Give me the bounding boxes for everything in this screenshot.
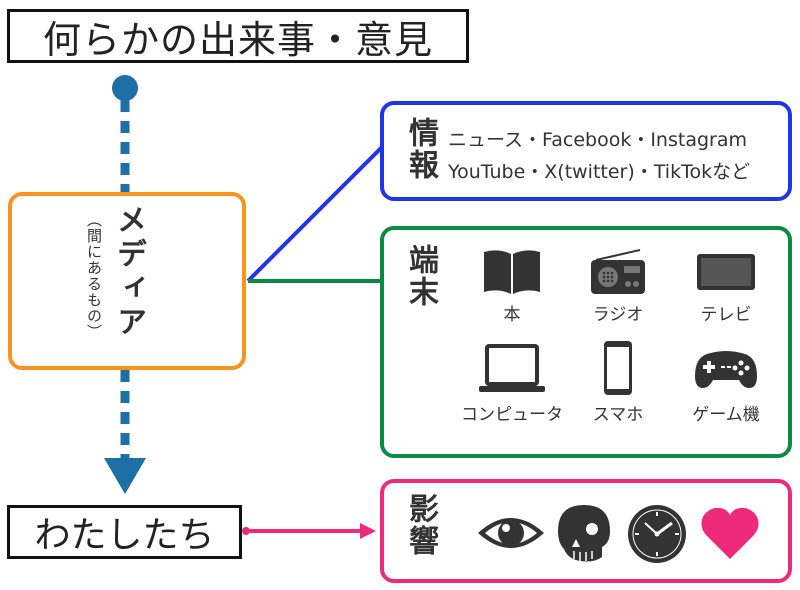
- smartphone-icon: [604, 341, 632, 395]
- media-sub-label: （間にあるもの）: [85, 212, 103, 340]
- device-label: ラジオ: [592, 305, 644, 325]
- device-label: スマホ: [592, 405, 644, 425]
- media-label: メディア: [111, 204, 146, 340]
- laptop-icon: [479, 344, 545, 392]
- media-box: （間にあるもの） メディア: [8, 192, 246, 370]
- influence-label: 影響: [403, 493, 438, 557]
- tv-icon: [697, 254, 755, 290]
- event-opinion-box: 何らかの出来事・意見: [7, 9, 469, 63]
- influence-box: 影響: [380, 479, 792, 583]
- device-label: テレビ: [700, 305, 752, 325]
- flow-arrowhead: [104, 458, 146, 494]
- information-label: 情報: [403, 117, 438, 181]
- flow-start-dot: [112, 75, 138, 101]
- event-opinion-text: 何らかの出来事・意見: [42, 17, 433, 62]
- device-smartphone: スマホ: [558, 340, 678, 425]
- gamepad-icon: [695, 351, 757, 388]
- us-box: わたしたち: [7, 505, 242, 559]
- device-label: コンピュータ: [461, 405, 563, 425]
- devices-label: 端末: [403, 244, 438, 308]
- radio-icon: [591, 249, 645, 294]
- book-icon: [484, 250, 540, 294]
- clock-icon: [628, 505, 686, 563]
- device-computer: コンピュータ: [452, 340, 572, 425]
- media-info-connector: [246, 145, 384, 283]
- information-line: YouTube・X(twitter)・TikTokなど: [448, 161, 751, 183]
- device-game-console: ゲーム機: [666, 340, 786, 425]
- us-text: わたしたち: [34, 515, 215, 556]
- device-label: ゲーム機: [692, 405, 760, 425]
- eye-icon: [478, 518, 544, 548]
- device-radio: ラジオ: [558, 248, 678, 325]
- device-label: 本: [503, 305, 521, 325]
- heart-icon: [701, 507, 759, 559]
- information-box: 情報 ニュース・Facebook・Instagram YouTube・X(twi…: [380, 101, 792, 201]
- device-tv: テレビ: [666, 248, 786, 325]
- devices-box: 端末 本 ラジオ テレビ コンピュータ: [380, 226, 792, 458]
- effect-arrowhead: [360, 523, 376, 539]
- device-book: 本: [452, 248, 572, 325]
- skull-icon: [558, 505, 610, 562]
- information-line: ニュース・Facebook・Instagram: [448, 129, 747, 151]
